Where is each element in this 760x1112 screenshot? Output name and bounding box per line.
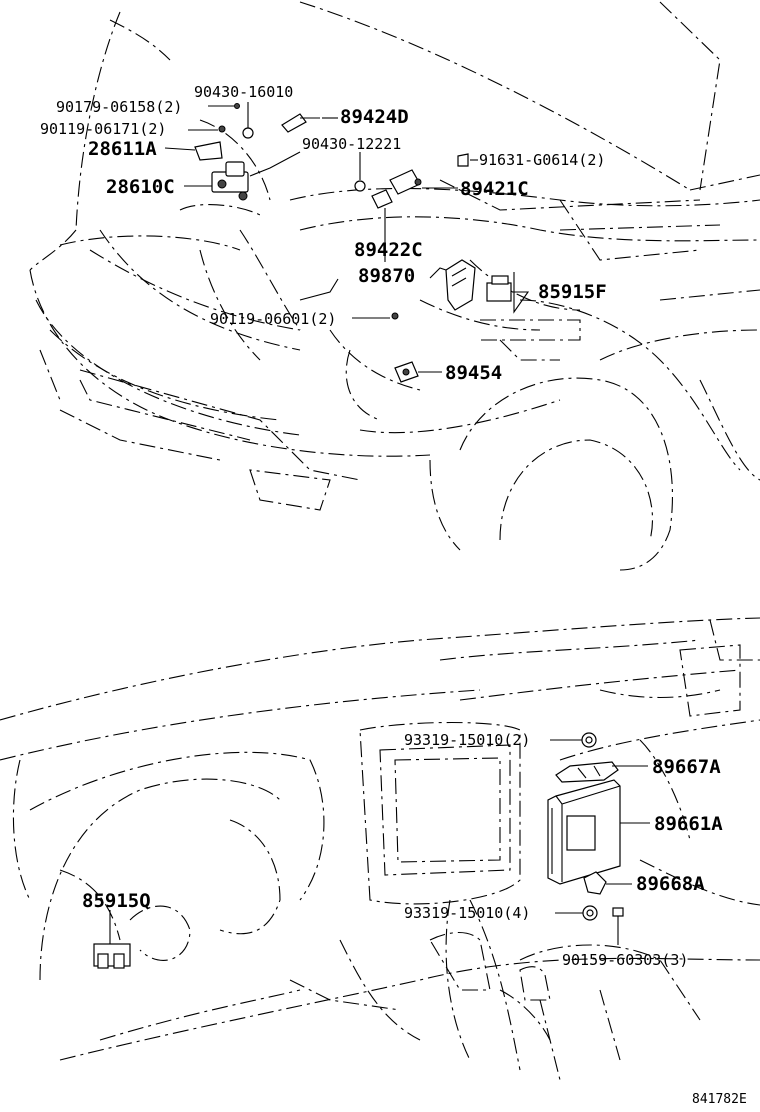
part-89668A-bracket <box>583 871 607 895</box>
part-89454-sensor <box>394 361 419 383</box>
engine-bay-outline <box>29 1 760 571</box>
label-85915Q: 85915Q <box>82 890 151 912</box>
part-85915Q-relay <box>93 943 131 969</box>
part-93319-15010-nut-lower <box>582 905 598 921</box>
label-90119-06601: 90119-06601(2) <box>210 310 336 328</box>
label-90430-16010: 90430-16010 <box>194 83 293 101</box>
label-90430-12221: 90430-12221 <box>302 135 401 153</box>
part-89661A-ecu <box>547 779 621 885</box>
label-89424D: 89424D <box>340 106 409 128</box>
part-90159-60303-screw <box>612 907 624 926</box>
part-89870-bracket <box>445 259 476 311</box>
label-89421C: 89421C <box>460 178 529 200</box>
part-89667A-bracket <box>555 761 619 783</box>
label-90159-60303: 90159-60303(3) <box>562 951 688 969</box>
part-93319-15010-nut-upper <box>581 732 597 748</box>
part-89421C-sensor <box>389 169 422 195</box>
part-85915F-relay <box>486 275 512 302</box>
leader-lines-top <box>164 102 530 373</box>
label-93319-15010-2: 93319-15010(2) <box>404 731 530 749</box>
label-93319-15010-4: 93319-15010(4) <box>404 904 530 922</box>
part-28611A-bracket <box>194 141 223 161</box>
label-89667A: 89667A <box>652 756 721 778</box>
label-28611A: 28611A <box>88 138 157 160</box>
label-90119-06171: 90119-06171(2) <box>40 120 166 138</box>
washers-and-bolts-top <box>218 103 469 320</box>
part-28610C-solenoid <box>211 161 249 201</box>
label-89661A: 89661A <box>654 813 723 835</box>
callout-labels: 90430-16010 90179-06158(2) 89424D 90119-… <box>40 83 747 1107</box>
label-90179-06158: 90179-06158(2) <box>56 98 182 116</box>
label-89454: 89454 <box>445 362 502 384</box>
label-85915F: 85915F <box>538 281 607 303</box>
diagram-code: 841782E <box>692 1092 747 1107</box>
label-89668A: 89668A <box>636 873 705 895</box>
dashboard-outline <box>0 617 760 1081</box>
part-89422C-sensor <box>371 189 393 209</box>
label-91631-G0614: 91631-G0614(2) <box>479 151 605 169</box>
leader-lines-bottom <box>109 739 650 945</box>
label-28610C: 28610C <box>106 176 175 198</box>
label-89422C: 89422C <box>354 239 423 261</box>
label-89870: 89870 <box>358 265 415 287</box>
part-89424D-sensor <box>281 113 320 133</box>
